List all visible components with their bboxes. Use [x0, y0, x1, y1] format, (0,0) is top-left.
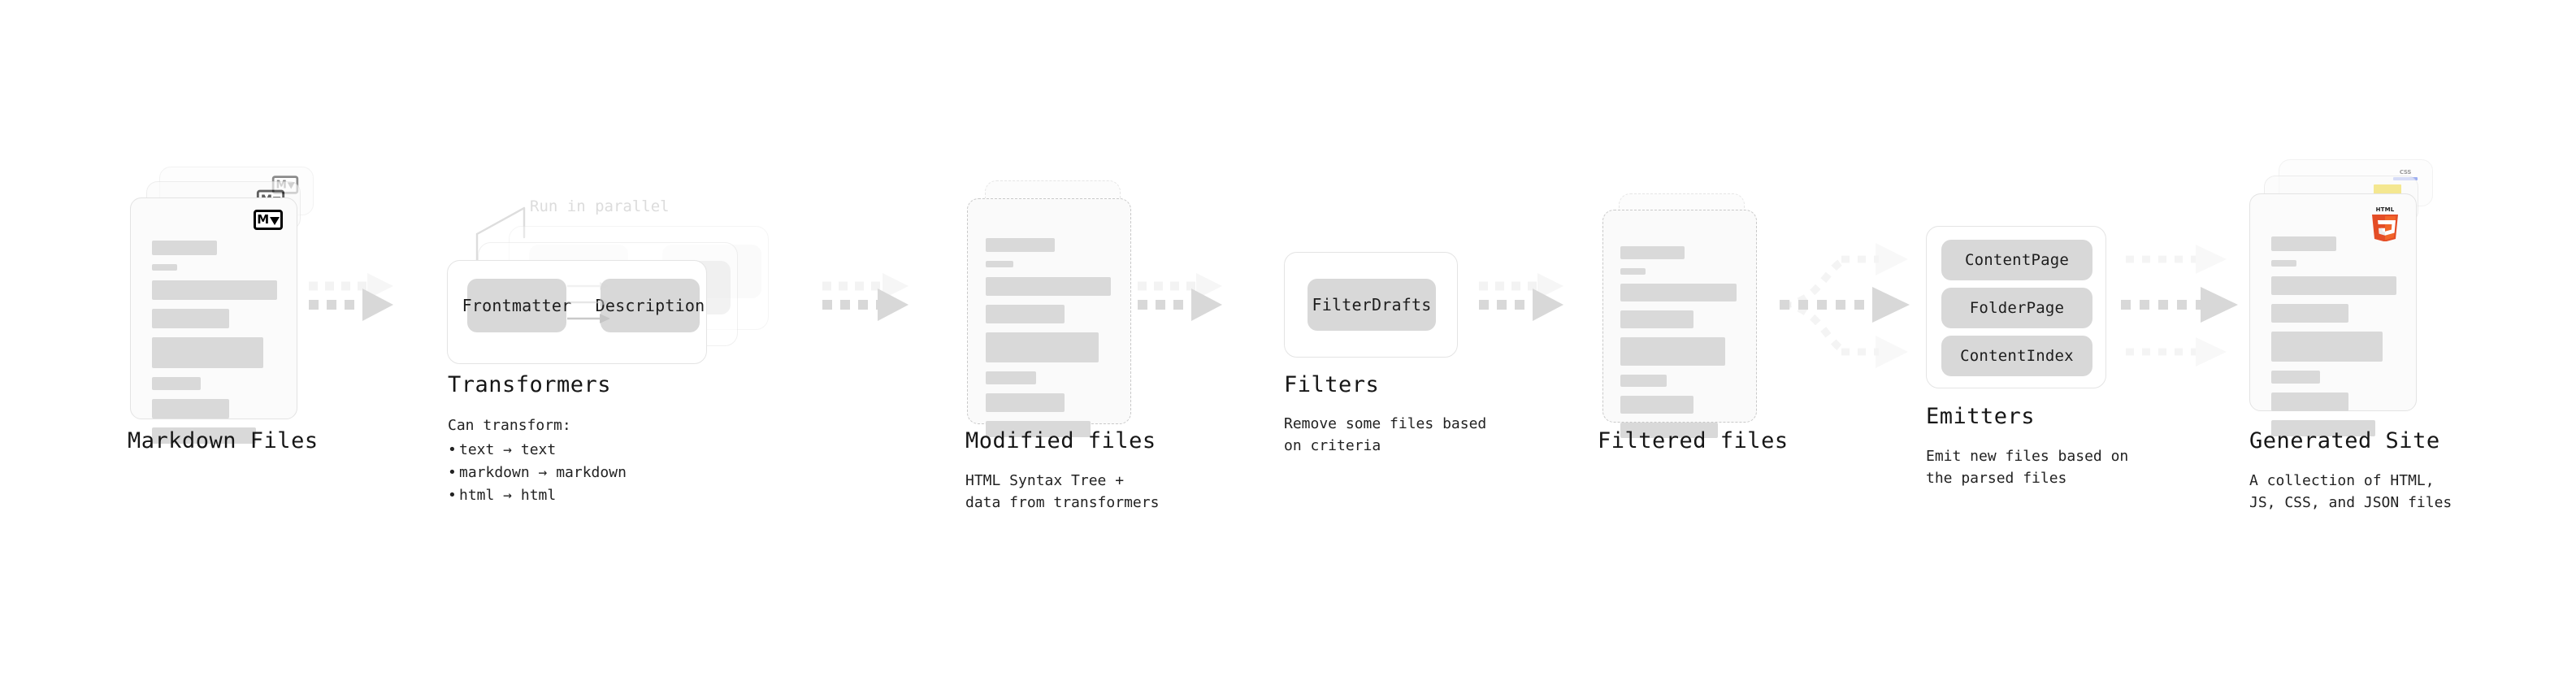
- stage-subtitle-emitters: Emit new files based on the parsed files: [1926, 448, 2129, 487]
- stage-title-markdown-files: Markdown Files: [128, 428, 319, 453]
- filtered-card-front: [1602, 210, 1757, 438]
- connector-filters-to-filtered: [1479, 273, 1563, 321]
- connector-modified-to-filters: [1138, 273, 1222, 321]
- transformer-node-frontmatter[interactable]: Frontmatter: [462, 279, 571, 332]
- markdown-card-front: M: [130, 197, 297, 444]
- html5-icon: HTML: [2369, 204, 2401, 242]
- emitters-box: ContentPage FolderPage ContentIndex: [1926, 226, 2106, 388]
- filters-box: FilterDrafts: [1284, 252, 1458, 358]
- connector-filtered-to-emitters: [1780, 243, 1910, 368]
- markdown-icon-letter: M: [257, 212, 269, 227]
- connector-transformers-to-modified: [822, 273, 909, 321]
- markdown-icon-arrow: [269, 216, 280, 225]
- html5-icon-svg: HTML: [2372, 206, 2398, 242]
- run-in-parallel-label: Run in parallel: [530, 197, 670, 215]
- transformer-inner-arrows: [567, 282, 610, 323]
- stage-title-modified-files: Modified files: [965, 428, 1156, 453]
- transformers-list: text → text markdown → markdown html → h…: [448, 439, 627, 507]
- filter-node-filterdrafts[interactable]: FilterDrafts: [1308, 279, 1436, 331]
- parallel-bracket: [475, 206, 526, 263]
- stage-subtitle-modified-files: HTML Syntax Tree + data from transformer…: [965, 472, 1160, 511]
- emitter-node-contentpage[interactable]: ContentPage: [1941, 240, 2092, 280]
- transformers-list-item: html → html: [448, 484, 627, 507]
- document-placeholder-lines: [152, 241, 277, 453]
- transformers-box-front: Frontmatter Description: [447, 260, 707, 364]
- transformers-capabilities: Can transform: text → text markdown → ma…: [448, 414, 627, 507]
- site-card-front-html: HTML: [2249, 193, 2417, 436]
- transformers-list-item: text → text: [448, 439, 627, 462]
- stage-subtitle-generated-site: A collection of HTML, JS, CSS, and JSON …: [2249, 472, 2452, 511]
- svg-text:HTML: HTML: [2376, 206, 2395, 213]
- emitter-node-folderpage[interactable]: FolderPage: [1941, 288, 2092, 328]
- connector-emitters-to-site: [2121, 245, 2238, 367]
- stage-title-emitters: Emitters: [1926, 404, 2036, 429]
- document-placeholder-lines: [1620, 246, 1737, 447]
- transformers-list-header: Can transform:: [448, 417, 571, 434]
- document-placeholder-lines: [2271, 236, 2396, 445]
- document-placeholder-lines: [986, 238, 1111, 446]
- stage-title-generated-site: Generated Site: [2249, 428, 2440, 453]
- transformers-list-item: markdown → markdown: [448, 462, 627, 484]
- connector-markdown-to-transformers: [309, 273, 393, 321]
- markdown-icon: M: [254, 210, 283, 230]
- css-icon-label: CSS: [2399, 169, 2412, 176]
- stage-title-transformers: Transformers: [448, 372, 612, 397]
- transformer-node-description[interactable]: Description: [596, 279, 705, 332]
- modified-card-front: [967, 198, 1131, 437]
- stage-title-filters: Filters: [1284, 372, 1380, 397]
- emitter-node-contentindex[interactable]: ContentIndex: [1941, 336, 2092, 376]
- stage-title-filtered-files: Filtered files: [1598, 428, 1789, 453]
- stage-subtitle-filters: Remove some files based on criteria: [1284, 415, 1487, 454]
